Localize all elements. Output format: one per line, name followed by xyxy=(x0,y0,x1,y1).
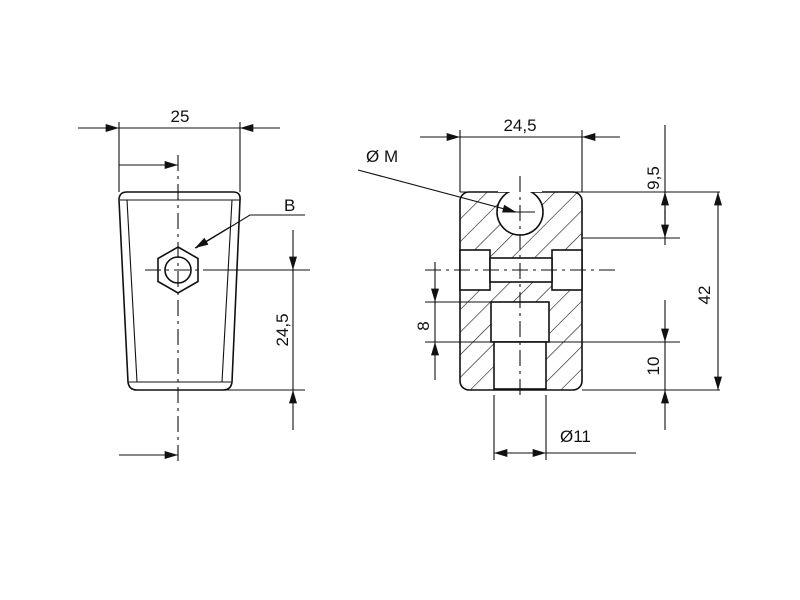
section-view: 24,5 Ø M 9,5 42 8 10 Ø11 xyxy=(357,116,722,460)
height-dimension-label: 24,5 xyxy=(273,313,292,346)
hex-nut xyxy=(157,246,199,294)
detail-label-b: B xyxy=(284,196,295,215)
section-width-label: 24,5 xyxy=(503,116,536,135)
top-offset-label: 9,5 xyxy=(644,166,663,190)
thread-label: Ø M xyxy=(366,147,398,166)
slot-label: 8 xyxy=(414,321,433,330)
thread-hole xyxy=(164,256,192,284)
total-height-label: 42 xyxy=(695,286,714,305)
part-outline xyxy=(118,191,241,391)
bottom-label: 10 xyxy=(644,357,663,376)
bore-label: Ø11 xyxy=(560,427,591,446)
width-dimension-label: 25 xyxy=(171,107,190,126)
front-view: 25 B 24,5 xyxy=(78,107,310,462)
